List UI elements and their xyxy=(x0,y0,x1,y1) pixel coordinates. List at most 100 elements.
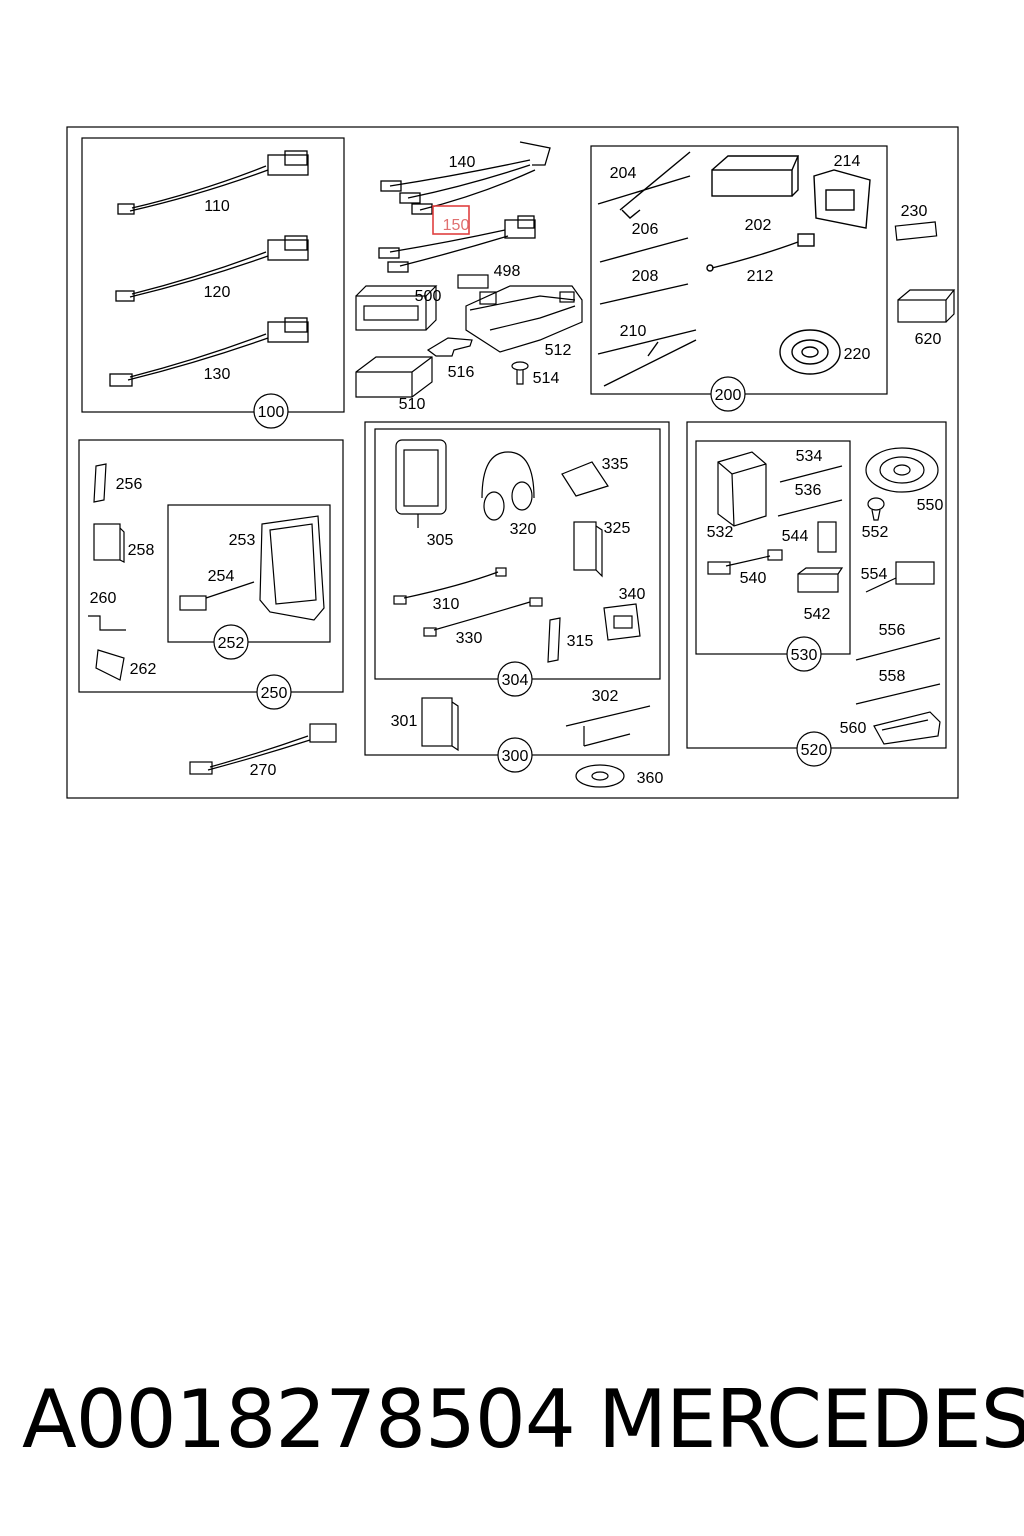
bracket-512-icon xyxy=(465,285,583,353)
label-202: 202 xyxy=(745,217,772,234)
parts-diagram: 100 110 120 130 140 150 200 202 204 206 … xyxy=(66,126,959,799)
brand-name: MERCEDES xyxy=(598,1373,1024,1466)
box-252 xyxy=(167,504,331,643)
module-258-icon xyxy=(93,523,125,563)
label-340: 340 xyxy=(619,586,646,603)
frame-253-icon xyxy=(259,515,325,621)
circle-252 xyxy=(213,624,249,660)
label-262: 262 xyxy=(130,661,157,678)
label-542: 542 xyxy=(804,606,831,623)
harness-210-icon xyxy=(597,329,697,387)
harness-208-icon xyxy=(599,283,689,305)
module-500-icon xyxy=(355,285,438,331)
harness-556-icon xyxy=(855,637,941,661)
label-556: 556 xyxy=(879,622,906,639)
label-544: 544 xyxy=(782,528,809,545)
headphones-320-icon xyxy=(481,451,535,521)
label-270: 270 xyxy=(250,762,277,779)
label-208: 208 xyxy=(632,268,659,285)
box-520 xyxy=(686,421,947,749)
label-305: 305 xyxy=(427,532,454,549)
module-202-icon xyxy=(711,155,800,197)
disc-360-icon xyxy=(575,764,625,788)
label-140: 140 xyxy=(449,154,476,171)
circle-304 xyxy=(497,661,533,697)
cable-130-icon xyxy=(109,317,309,387)
label-301: 301 xyxy=(391,713,418,730)
label-552: 552 xyxy=(862,524,889,541)
label-130: 130 xyxy=(204,366,231,383)
harness-558-icon xyxy=(855,683,941,705)
clip-552-icon xyxy=(867,497,885,521)
bracket-260-icon xyxy=(88,615,126,631)
label-256: 256 xyxy=(116,476,143,493)
screw-514-icon xyxy=(511,361,529,385)
bracket-256-icon xyxy=(93,463,107,503)
harness-302-icon xyxy=(565,705,651,747)
part-number: A0018278504 xyxy=(22,1373,576,1466)
box-250 xyxy=(78,439,344,693)
label-540: 540 xyxy=(740,570,767,587)
label-510: 510 xyxy=(399,396,426,413)
label-210: 210 xyxy=(620,323,647,340)
circle-100 xyxy=(253,393,289,429)
label-214: 214 xyxy=(834,153,861,170)
cable-254-icon xyxy=(179,581,255,611)
card-498-icon xyxy=(457,274,489,289)
module-554-icon xyxy=(865,561,935,593)
label-302: 302 xyxy=(592,688,619,705)
label-200: 200 xyxy=(715,387,742,404)
harness-534-icon xyxy=(779,465,843,483)
circle-200 xyxy=(710,376,746,412)
booklet-340-icon xyxy=(603,603,641,641)
label-512: 512 xyxy=(545,342,572,359)
cable-540-icon xyxy=(707,549,783,575)
label-220: 220 xyxy=(844,346,871,363)
module-620-icon xyxy=(897,289,956,323)
label-520: 520 xyxy=(801,742,828,759)
manual-510-icon xyxy=(355,356,433,398)
bracket-315-icon xyxy=(547,617,561,663)
label-498: 498 xyxy=(494,263,521,280)
stick-230-icon xyxy=(894,221,938,241)
cable-120-icon xyxy=(115,235,309,302)
cable-310-icon xyxy=(393,567,507,605)
label-206: 206 xyxy=(632,221,659,238)
label-536: 536 xyxy=(795,482,822,499)
label-150: 150 xyxy=(443,217,470,234)
cable-212-icon xyxy=(706,233,815,272)
label-252: 252 xyxy=(218,635,245,652)
label-550: 550 xyxy=(917,497,944,514)
label-204: 204 xyxy=(610,165,637,182)
circle-250 xyxy=(256,674,292,710)
label-532: 532 xyxy=(707,524,734,541)
label-558: 558 xyxy=(879,668,906,685)
circle-530 xyxy=(786,636,822,672)
outer-frame xyxy=(66,126,959,799)
label-620: 620 xyxy=(915,331,942,348)
label-310: 310 xyxy=(433,596,460,613)
module-325-icon xyxy=(573,521,603,578)
label-110: 110 xyxy=(204,198,230,215)
label-554: 554 xyxy=(861,566,888,583)
label-315: 315 xyxy=(567,633,594,650)
tray-560-icon xyxy=(873,711,941,745)
harness-206-icon xyxy=(599,237,689,263)
module-542-icon xyxy=(797,567,844,593)
label-120: 120 xyxy=(204,284,231,301)
module-532-icon xyxy=(717,451,767,527)
cable-110-icon xyxy=(117,150,309,215)
label-212: 212 xyxy=(747,268,774,285)
connector-544-icon xyxy=(817,521,837,553)
label-250: 250 xyxy=(261,685,288,702)
cable-150-icon xyxy=(378,215,536,273)
label-514: 514 xyxy=(533,370,560,387)
label-516: 516 xyxy=(448,364,475,381)
harness-536-icon xyxy=(777,499,843,517)
label-320: 320 xyxy=(510,521,537,538)
label-300: 300 xyxy=(502,748,529,765)
cable-140-icon xyxy=(380,141,551,215)
label-254: 254 xyxy=(208,568,235,585)
highlight-box-150 xyxy=(432,205,470,235)
booklet-214-icon xyxy=(813,169,871,229)
